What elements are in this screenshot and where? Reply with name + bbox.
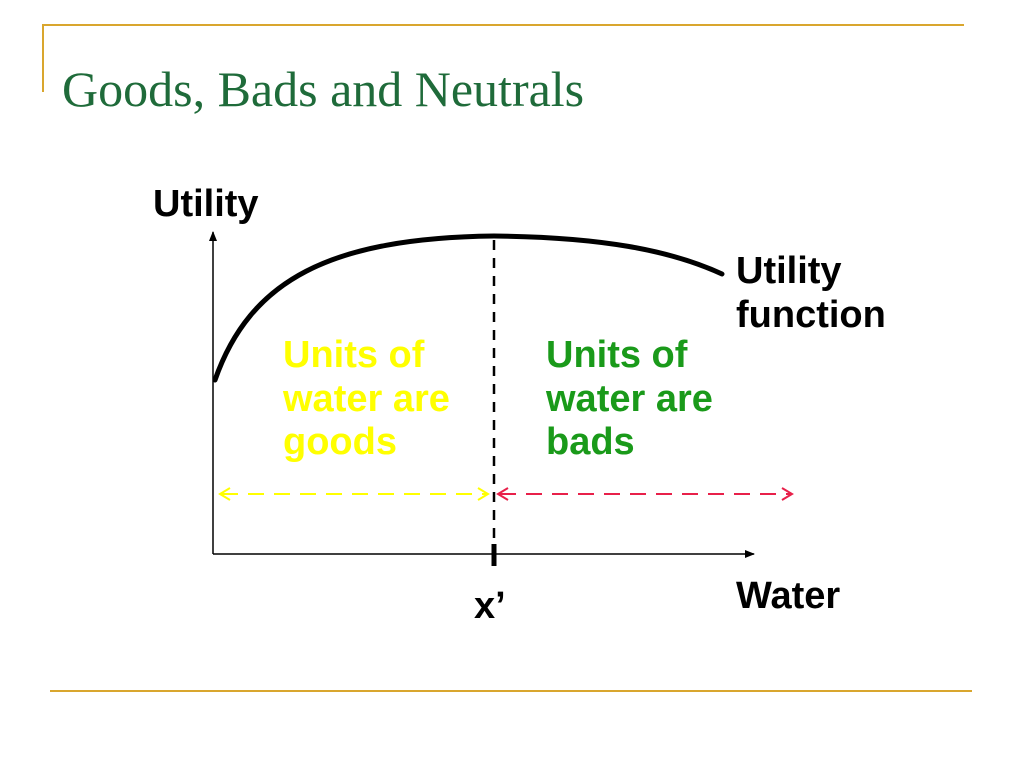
bads-region-label-line: Units of — [546, 334, 688, 376]
slide-title: Goods, Bads and Neutrals — [62, 61, 585, 117]
left-rule — [42, 24, 44, 92]
utility-function-label-line: Utility — [736, 250, 842, 292]
goods-region-label-line: goods — [283, 421, 397, 464]
goods-region-label-line: Units of — [283, 334, 425, 376]
y-axis-label: Utility — [153, 183, 259, 225]
bads-region-label: Units of water are bads — [546, 334, 713, 465]
goods-region-label: Units of water are goods — [283, 334, 450, 465]
utility-function-label: Utility function — [736, 250, 886, 337]
utility-curve — [212, 233, 725, 383]
utility-function-label-line: function — [736, 293, 886, 336]
bads-region-label-line: water are — [546, 377, 713, 420]
bottom-rule — [50, 690, 972, 692]
x-axis-label: Water — [736, 575, 841, 617]
goods-range-arrow — [218, 487, 490, 501]
bads-range-arrow — [496, 487, 794, 501]
x-prime-label: x’ — [474, 585, 506, 627]
top-rule — [42, 24, 964, 26]
goods-region-label-line: water are — [283, 377, 450, 420]
bads-region-label-line: bads — [546, 421, 635, 464]
